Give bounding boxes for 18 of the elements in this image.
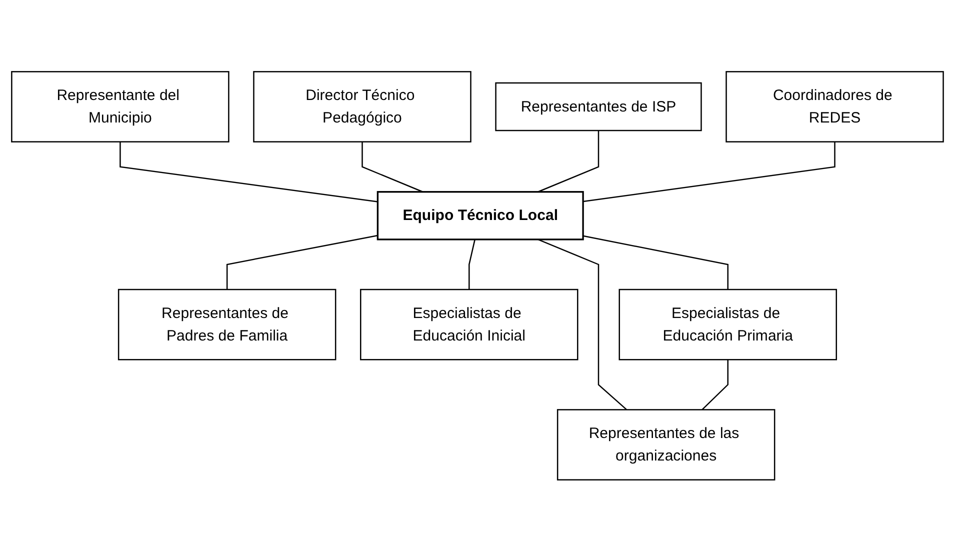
connector: [468, 239, 476, 290]
connector: [538, 238, 628, 410]
node-box: Representantes de Padres de Familia: [118, 288, 336, 360]
connector: [362, 142, 424, 192]
connector: [582, 235, 729, 290]
node-box: Especialistas de Educación Inicial: [360, 288, 578, 360]
connector: [226, 234, 378, 290]
node-box: Director Técnico Pedagógico: [253, 70, 472, 142]
node-box: Representantes de ISP: [495, 82, 702, 131]
connector: [702, 359, 729, 410]
connector: [120, 142, 378, 202]
node-box: Especialistas de Educación Primaria: [618, 288, 838, 360]
node-box: Coordinadores de REDES: [726, 70, 944, 142]
connector: [538, 130, 600, 192]
connector: [582, 142, 836, 202]
node-box: Representantes de las organizaciones: [556, 408, 776, 480]
node-box: Equipo Técnico Local: [376, 190, 584, 240]
node-box: Representante del Municipio: [11, 70, 230, 142]
